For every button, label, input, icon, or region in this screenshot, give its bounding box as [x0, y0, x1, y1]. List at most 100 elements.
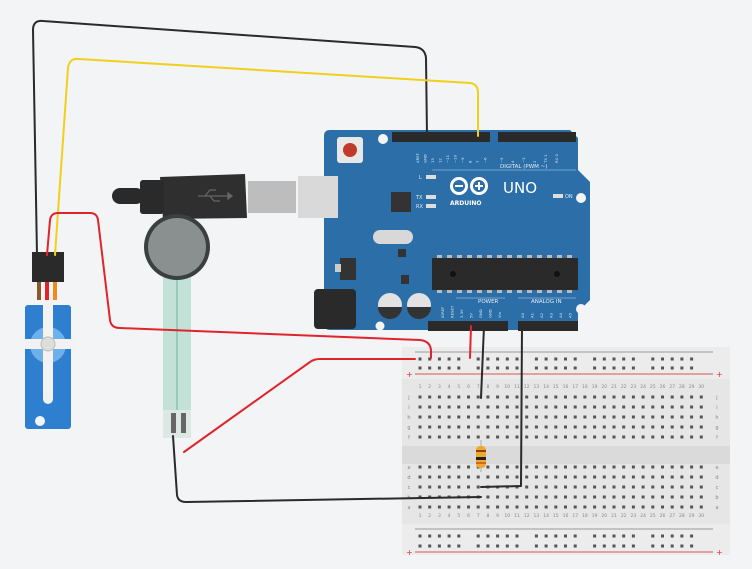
breadboard-hole[interactable] [564, 405, 567, 409]
breadboard-hole[interactable] [496, 405, 500, 409]
breadboard-hole[interactable] [641, 505, 645, 509]
breadboard-hole[interactable] [544, 534, 548, 538]
breadboard-hole[interactable] [661, 415, 664, 419]
breadboard-hole[interactable] [486, 415, 490, 419]
breadboard-hole[interactable] [505, 425, 509, 429]
breadboard-hole[interactable] [564, 395, 567, 399]
breadboard-hole[interactable] [534, 366, 538, 370]
breadboard-hole[interactable] [593, 435, 597, 439]
breadboard-hole[interactable] [583, 465, 587, 469]
breadboard-hole[interactable] [457, 405, 461, 409]
breadboard-hole[interactable] [457, 485, 461, 489]
breadboard-hole[interactable] [622, 475, 626, 479]
breadboard-hole[interactable] [554, 495, 558, 499]
breadboard-hole[interactable] [525, 465, 529, 469]
breadboard-hole[interactable] [680, 495, 684, 499]
breadboard-hole[interactable] [612, 405, 616, 409]
breadboard-hole[interactable] [428, 357, 432, 361]
breadboard-hole[interactable] [437, 357, 441, 361]
breadboard-hole[interactable] [534, 415, 538, 419]
breadboard-hole[interactable] [573, 435, 577, 439]
breadboard-hole[interactable] [544, 357, 548, 361]
breadboard-hole[interactable] [631, 395, 635, 399]
breadboard-hole[interactable] [476, 415, 480, 419]
breadboard-hole[interactable] [467, 435, 470, 439]
breadboard-hole[interactable] [622, 485, 626, 489]
breadboard-hole[interactable] [476, 544, 480, 548]
breadboard-hole[interactable] [476, 366, 480, 370]
breadboard-hole[interactable] [661, 405, 664, 409]
fsr-pin[interactable] [181, 413, 186, 433]
breadboard-hole[interactable] [486, 435, 490, 439]
breadboard-hole[interactable] [554, 485, 558, 489]
breadboard-hole[interactable] [486, 366, 490, 370]
breadboard-hole[interactable] [515, 435, 519, 439]
breadboard-hole[interactable] [573, 405, 577, 409]
breadboard-hole[interactable] [661, 465, 664, 469]
breadboard-hole[interactable] [496, 435, 500, 439]
breadboard-hole[interactable] [447, 395, 451, 399]
breadboard-hole[interactable] [670, 435, 674, 439]
breadboard-hole[interactable] [612, 395, 616, 399]
breadboard-hole[interactable] [534, 485, 538, 489]
breadboard-hole[interactable] [680, 485, 684, 489]
breadboard-hole[interactable] [505, 415, 509, 419]
breadboard-hole[interactable] [534, 357, 538, 361]
breadboard-hole[interactable] [583, 475, 587, 479]
breadboard-hole[interactable] [564, 366, 567, 370]
breadboard-hole[interactable] [505, 505, 509, 509]
breadboard-hole[interactable] [428, 425, 432, 429]
breadboard-hole[interactable] [437, 395, 441, 399]
breadboard-hole[interactable] [612, 485, 616, 489]
breadboard-hole[interactable] [496, 415, 500, 419]
breadboard-hole[interactable] [651, 435, 655, 439]
analog-header[interactable] [518, 321, 578, 331]
breadboard-hole[interactable] [496, 366, 500, 370]
breadboard-hole[interactable] [573, 425, 577, 429]
breadboard-hole[interactable] [661, 366, 664, 370]
breadboard-hole[interactable] [447, 485, 451, 489]
wire-red-5v[interactable] [469, 325, 472, 359]
breadboard-hole[interactable] [554, 475, 558, 479]
breadboard-hole[interactable] [631, 475, 635, 479]
breadboard-hole[interactable] [515, 405, 519, 409]
breadboard-hole[interactable] [486, 544, 490, 548]
breadboard-hole[interactable] [457, 534, 461, 538]
power-header[interactable] [428, 321, 508, 331]
breadboard-hole[interactable] [515, 505, 519, 509]
breadboard-hole[interactable] [690, 485, 694, 489]
breadboard-hole[interactable] [564, 534, 567, 538]
breadboard-hole[interactable] [525, 395, 529, 399]
breadboard-hole[interactable] [418, 425, 422, 429]
breadboard-hole[interactable] [583, 435, 587, 439]
breadboard-hole[interactable] [680, 505, 684, 509]
breadboard-hole[interactable] [447, 415, 451, 419]
breadboard-hole[interactable] [583, 405, 587, 409]
breadboard-hole[interactable] [544, 425, 548, 429]
breadboard-hole[interactable] [612, 366, 616, 370]
breadboard-hole[interactable] [534, 505, 538, 509]
breadboard-hole[interactable] [467, 465, 470, 469]
wire-yellow-servo-signal[interactable] [54, 57, 479, 256]
breadboard-hole[interactable] [544, 485, 548, 489]
breadboard-hole[interactable] [641, 475, 645, 479]
breadboard-hole[interactable] [525, 505, 529, 509]
resistor[interactable] [476, 440, 486, 472]
breadboard-hole[interactable] [515, 415, 519, 419]
breadboard-hole[interactable] [515, 366, 519, 370]
breadboard-hole[interactable] [602, 544, 606, 548]
breadboard-hole[interactable] [564, 465, 567, 469]
breadboard-hole[interactable] [505, 405, 509, 409]
breadboard-hole[interactable] [496, 395, 500, 399]
breadboard-hole[interactable] [544, 366, 548, 370]
breadboard-hole[interactable] [554, 366, 558, 370]
breadboard-hole[interactable] [622, 425, 626, 429]
breadboard-hole[interactable] [496, 465, 500, 469]
breadboard-hole[interactable] [496, 475, 500, 479]
breadboard-hole[interactable] [680, 357, 684, 361]
breadboard-hole[interactable] [612, 544, 616, 548]
breadboard-hole[interactable] [486, 505, 490, 509]
breadboard-hole[interactable] [515, 544, 519, 548]
breadboard-hole[interactable] [457, 395, 461, 399]
